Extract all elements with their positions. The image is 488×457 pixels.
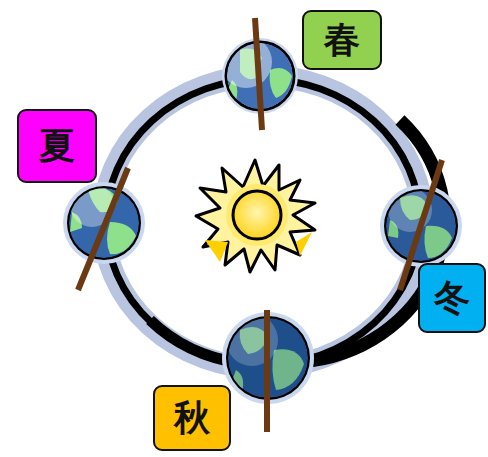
season-label: 春 <box>324 22 360 58</box>
season-label-box: 秋 <box>153 385 231 451</box>
season-label-box: 冬 <box>418 263 486 333</box>
earth <box>222 310 314 432</box>
season-label: 冬 <box>434 280 470 316</box>
season-label: 秋 <box>174 400 210 436</box>
season-label-box: 春 <box>302 10 382 70</box>
earth <box>63 168 145 290</box>
season-label: 夏 <box>39 128 75 164</box>
sun <box>196 160 315 272</box>
earth <box>220 18 298 130</box>
season-label-box: 夏 <box>17 109 97 183</box>
